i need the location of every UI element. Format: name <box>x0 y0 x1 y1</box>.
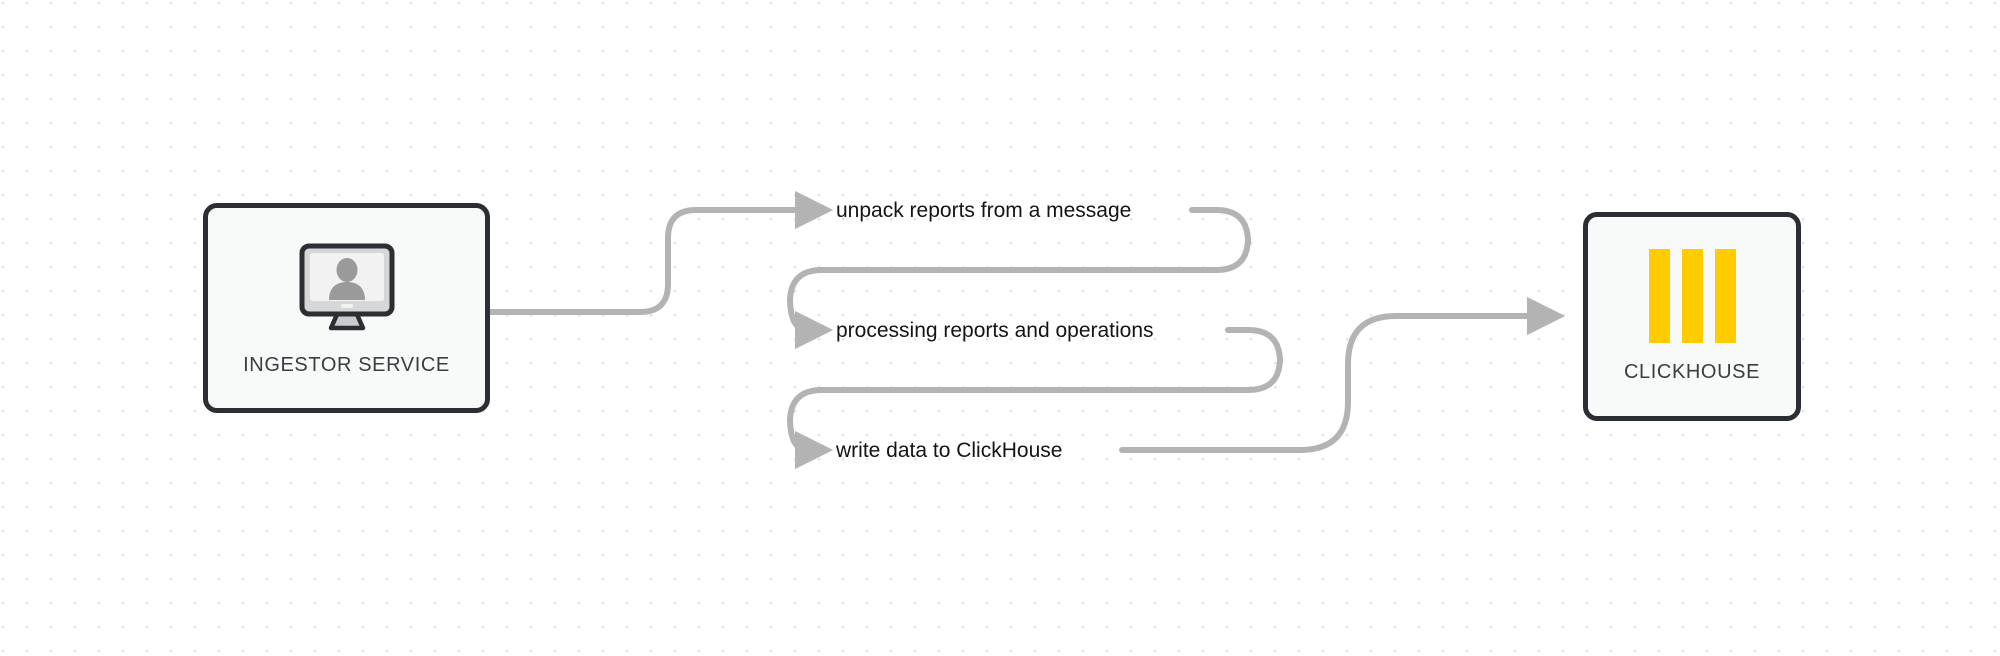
edge-path-write-to-clickhouse <box>1119 296 1566 453</box>
clickhouse-bar-3 <box>1714 249 1736 343</box>
edge-label-unpack: unpack reports from a message <box>836 199 1132 222</box>
edge-path-ingestor-to-unpack <box>487 190 834 315</box>
node-clickhouse[interactable]: CLICKHOUSE <box>1583 212 1801 421</box>
node-ingestor-label: INGESTOR SERVICE <box>243 353 450 376</box>
node-clickhouse-label: CLICKHOUSE <box>1623 361 1761 383</box>
edge-label-write: write data to ClickHouse <box>836 439 1063 462</box>
clickhouse-bars-icon <box>1648 249 1736 343</box>
node-ingestor-service[interactable]: INGESTOR SERVICE <box>203 203 490 413</box>
edge-path-processing-to-write <box>787 327 1283 470</box>
edge-label-processing: processing reports and operations <box>836 319 1154 342</box>
clickhouse-bar-2 <box>1681 249 1703 343</box>
edge-path-unpack-to-processing <box>787 207 1251 350</box>
clickhouse-bar-1 <box>1648 249 1670 343</box>
monitor-user-icon <box>295 240 399 338</box>
